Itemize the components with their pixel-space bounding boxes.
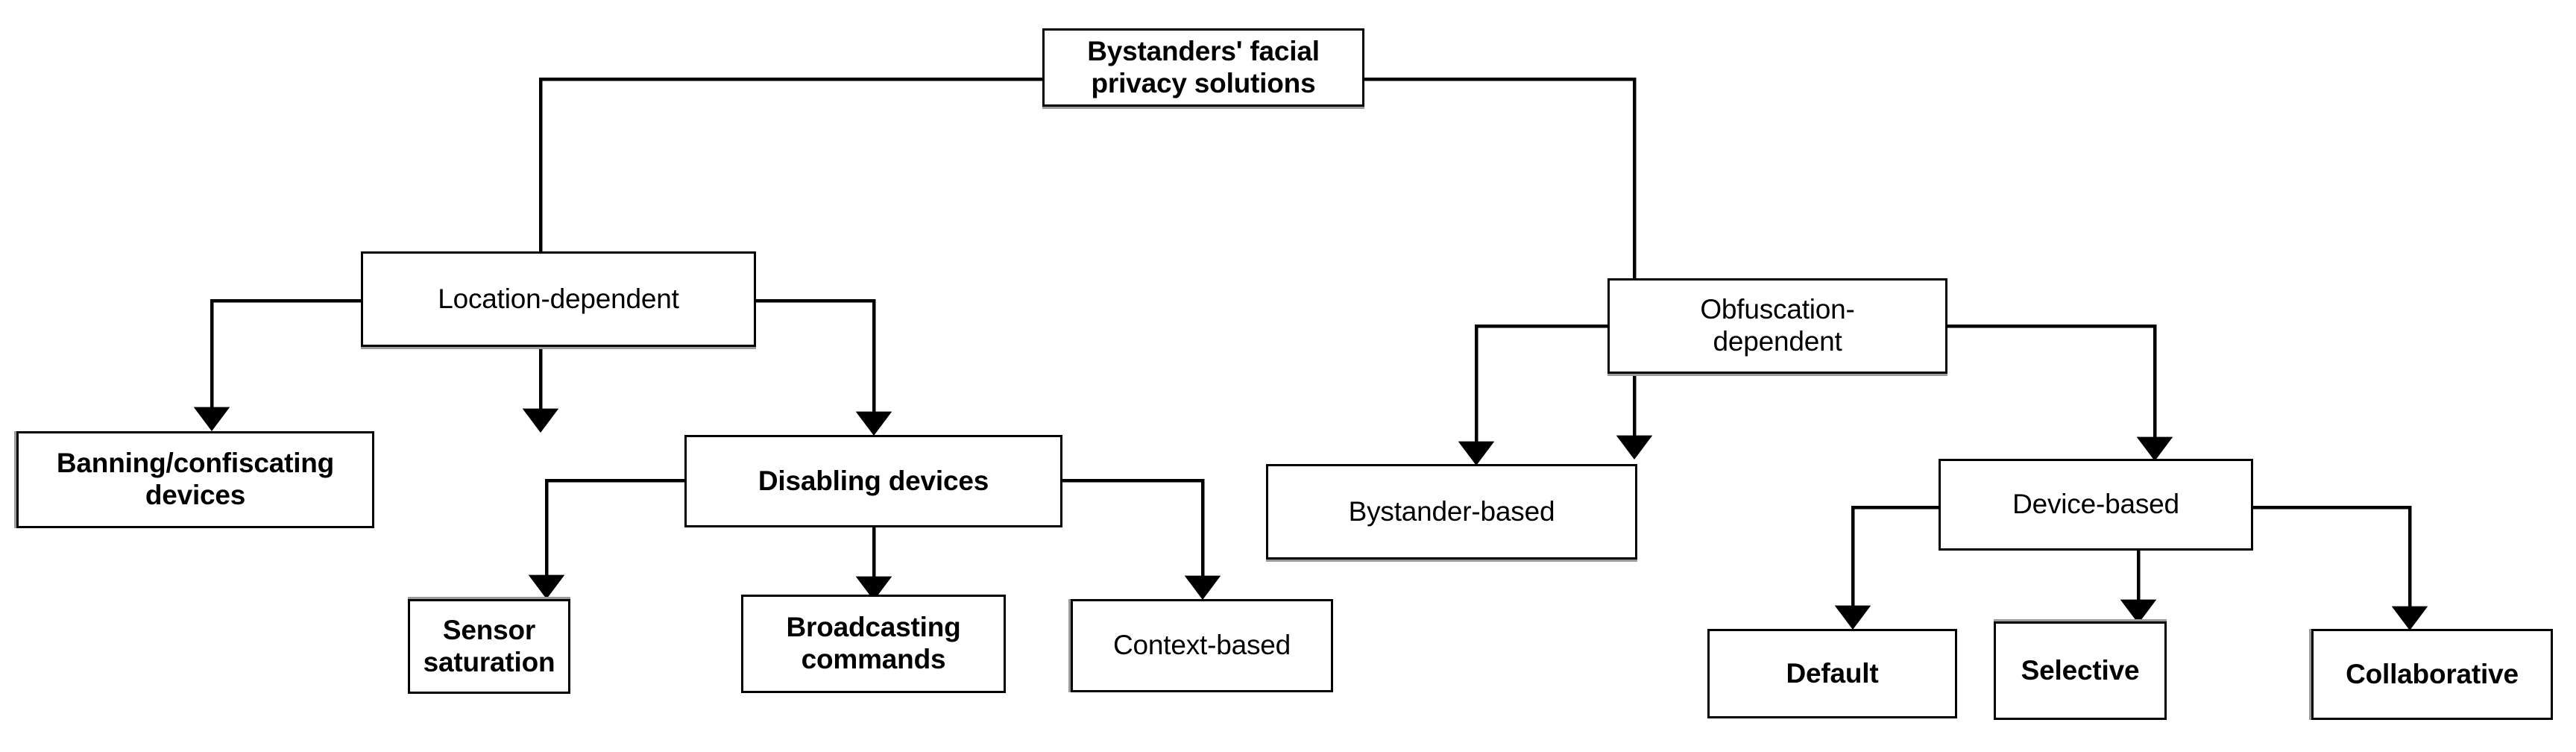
node-banning-confiscating[interactable]: Banning/confiscating devices <box>16 431 374 528</box>
node-root[interactable]: Bystanders' facial privacy solutions <box>1042 28 1364 107</box>
edge-disabling-to-context <box>1062 478 1221 600</box>
node-collaborative-label: Collaborative <box>2346 658 2519 689</box>
node-bystander-based-label: Bystander-based <box>1348 495 1555 527</box>
node-sensor-saturation-label: Sensor saturation <box>423 614 555 677</box>
node-bystander-based[interactable]: Bystander-based <box>1266 464 1637 560</box>
node-context-based-label: Context-based <box>1112 630 1291 661</box>
node-sensor-saturation[interactable]: Sensor saturation <box>408 599 570 694</box>
edge-root-to-location-dependent <box>522 77 1042 433</box>
node-broadcasting-commands-label: Broadcasting commands <box>786 612 961 674</box>
node-location-dependent[interactable]: Location-dependent <box>361 251 756 347</box>
edge-device-to-collaborative <box>2253 505 2428 630</box>
node-obfuscation-dependent-label: Obfuscation- dependent <box>1700 294 1855 357</box>
node-root-label: Bystanders' facial privacy solutions <box>1087 35 1320 98</box>
node-context-based[interactable]: Context-based <box>1071 599 1333 692</box>
node-location-dependent-label: Location-dependent <box>438 283 679 314</box>
edge-device-to-default <box>1834 505 1939 630</box>
node-disabling-devices-label: Disabling devices <box>758 465 989 496</box>
edge-location-to-banning <box>193 298 361 431</box>
node-default[interactable]: Default <box>1707 629 1957 718</box>
node-disabling-devices[interactable]: Disabling devices <box>684 435 1062 527</box>
edge-root-to-obfuscation-dependent <box>1364 77 1653 460</box>
node-default-label: Default <box>1786 657 1879 689</box>
edge-obfuscation-to-bystander <box>1458 324 1607 466</box>
node-device-based-label: Device-based <box>2012 489 2179 520</box>
node-collaborative[interactable]: Collaborative <box>2311 629 2553 720</box>
edge-disabling-to-sensor <box>528 478 684 599</box>
edge-obfuscation-to-device <box>1947 324 2173 461</box>
edge-location-to-disabling <box>756 298 892 436</box>
node-selective[interactable]: Selective <box>1994 621 2167 720</box>
node-device-based[interactable]: Device-based <box>1939 459 2253 551</box>
node-banning-confiscating-label: Banning/confiscating devices <box>56 448 335 510</box>
node-selective-label: Selective <box>2021 654 2140 686</box>
node-broadcasting-commands[interactable]: Broadcasting commands <box>741 595 1006 693</box>
node-obfuscation-dependent[interactable]: Obfuscation- dependent <box>1607 278 1947 374</box>
